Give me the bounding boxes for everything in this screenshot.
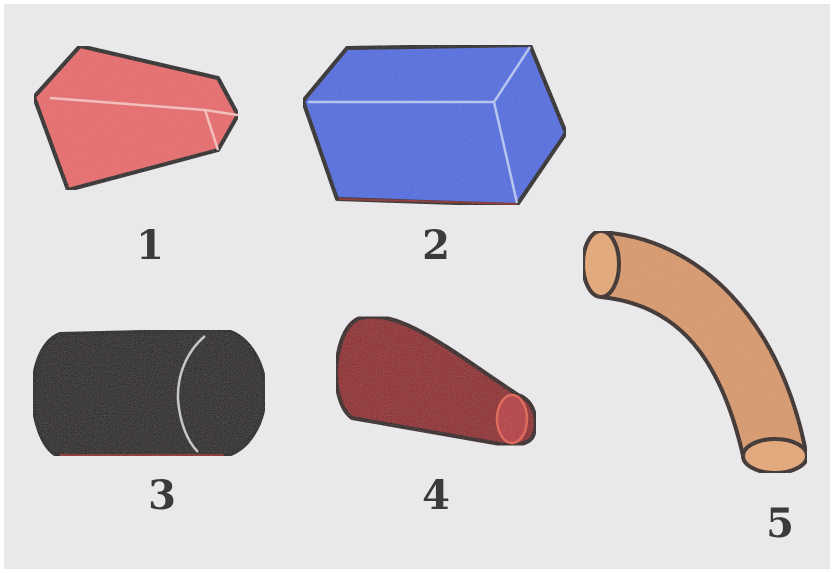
- shape-5-curved-tube: [583, 231, 807, 473]
- shape-2-label: 2: [416, 226, 456, 266]
- shape-2-rectangular-prism: [303, 45, 566, 205]
- shape-1-label: 1: [130, 226, 170, 266]
- shape-3-cylinder: [33, 330, 265, 456]
- shape-3-label: 3: [142, 476, 182, 516]
- shape-5-label: 5: [760, 504, 800, 544]
- shape-4-truncated-cone: [336, 317, 536, 446]
- shape-1-truncated-prism: [34, 46, 238, 190]
- shape-4-label: 4: [416, 476, 456, 516]
